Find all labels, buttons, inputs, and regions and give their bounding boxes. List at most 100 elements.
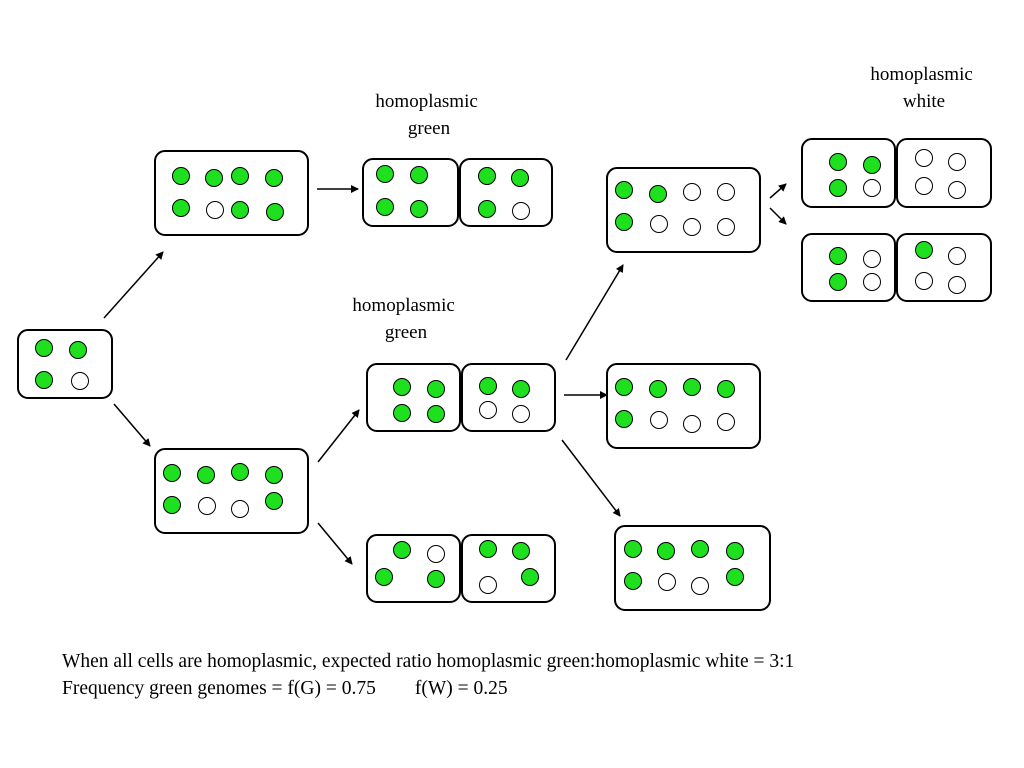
green-genome: [478, 200, 496, 218]
green-genome: [172, 167, 190, 185]
white-genome: [948, 181, 966, 199]
cell-outline: [366, 363, 461, 432]
white-genome: [683, 218, 701, 236]
label-top-right: homoplasmic white: [870, 64, 977, 112]
green-genome: [863, 156, 881, 174]
arrow-start-to-upper: [103, 251, 164, 319]
green-genome: [197, 466, 215, 484]
cell-far-right-bottom-left: [801, 233, 896, 302]
green-genome: [624, 540, 642, 558]
green-genome: [624, 572, 642, 590]
green-genome: [726, 542, 744, 560]
arrow-right-upper-to-top: [769, 183, 787, 199]
cell-outline: [362, 158, 459, 227]
white-genome: [863, 273, 881, 291]
cell-outline: [801, 233, 896, 302]
arrow-mid-split-to-right-upper: [565, 264, 624, 361]
cell-right-upper-8: [606, 167, 761, 253]
white-genome: [479, 401, 497, 419]
label-top-middle: homoplasmic green: [375, 91, 482, 139]
cell-outline: [17, 329, 113, 399]
cell-start: [17, 329, 113, 399]
cell-outline: [896, 138, 992, 208]
white-genome: [915, 272, 933, 290]
cell-bottom-split-right: [461, 534, 556, 603]
green-genome: [479, 377, 497, 395]
green-genome: [265, 169, 283, 187]
green-genome: [649, 380, 667, 398]
white-genome: [512, 202, 530, 220]
arrow-right-upper-to-bottom: [769, 207, 787, 225]
white-genome: [479, 576, 497, 594]
green-genome: [69, 341, 87, 359]
green-genome: [410, 166, 428, 184]
white-genome: [658, 573, 676, 591]
white-genome: [512, 405, 530, 423]
cell-outline: [614, 525, 771, 611]
white-genome: [198, 497, 216, 515]
green-genome: [657, 542, 675, 560]
cell-outline: [606, 167, 761, 253]
green-genome: [376, 198, 394, 216]
cell-far-right-bottom-right: [896, 233, 992, 302]
green-genome: [393, 378, 411, 396]
green-genome: [266, 203, 284, 221]
green-genome: [615, 213, 633, 231]
green-genome: [393, 404, 411, 422]
white-genome: [71, 372, 89, 390]
cell-outline: [459, 158, 553, 227]
white-genome: [948, 276, 966, 294]
green-genome: [231, 463, 249, 481]
cells: [17, 138, 992, 611]
white-genome: [683, 415, 701, 433]
cell-outline: [366, 534, 461, 603]
white-genome: [863, 179, 881, 197]
white-genome: [948, 247, 966, 265]
white-genome: [915, 177, 933, 195]
cell-mid-split-right: [461, 363, 556, 432]
green-genome: [615, 378, 633, 396]
green-genome: [717, 380, 735, 398]
green-genome: [427, 570, 445, 588]
green-genome: [35, 339, 53, 357]
white-genome: [691, 577, 709, 595]
green-genome: [683, 378, 701, 396]
white-genome: [717, 183, 735, 201]
green-genome: [172, 199, 190, 217]
white-genome: [650, 215, 668, 233]
cell-far-right-top-right: [896, 138, 992, 208]
arrow-lower-to-mid-split: [317, 409, 360, 463]
arrow-mid-split-to-right-lower: [561, 439, 621, 517]
cell-outline: [461, 534, 556, 603]
green-genome: [231, 167, 249, 185]
green-genome: [35, 371, 53, 389]
cell-right-lower-8: [614, 525, 771, 611]
arrow-lower-to-bottom-split: [317, 522, 353, 565]
green-genome: [829, 179, 847, 197]
green-genome: [427, 405, 445, 423]
green-genome: [615, 181, 633, 199]
cell-outline: [606, 363, 761, 449]
white-genome: [915, 149, 933, 167]
cell-outline: [154, 448, 309, 534]
green-genome: [427, 380, 445, 398]
green-genome: [393, 541, 411, 559]
cell-mid-split-left: [366, 363, 461, 432]
cell-outline: [896, 233, 992, 302]
green-genome: [615, 410, 633, 428]
label-middle: homoplasmic green: [352, 295, 459, 343]
caption-line-1: When all cells are homoplasmic, expected…: [62, 651, 795, 672]
green-genome: [375, 568, 393, 586]
green-genome: [726, 568, 744, 586]
green-genome: [231, 201, 249, 219]
caption-line-2: Frequency green genomes = f(G) = 0.75 f(…: [62, 678, 508, 699]
green-genome: [829, 153, 847, 171]
cell-right-middle-8: [606, 363, 761, 449]
white-genome: [683, 183, 701, 201]
green-genome: [915, 241, 933, 259]
cell-lower-8: [154, 448, 309, 534]
white-genome: [717, 218, 735, 236]
green-genome: [265, 492, 283, 510]
white-genome: [650, 411, 668, 429]
